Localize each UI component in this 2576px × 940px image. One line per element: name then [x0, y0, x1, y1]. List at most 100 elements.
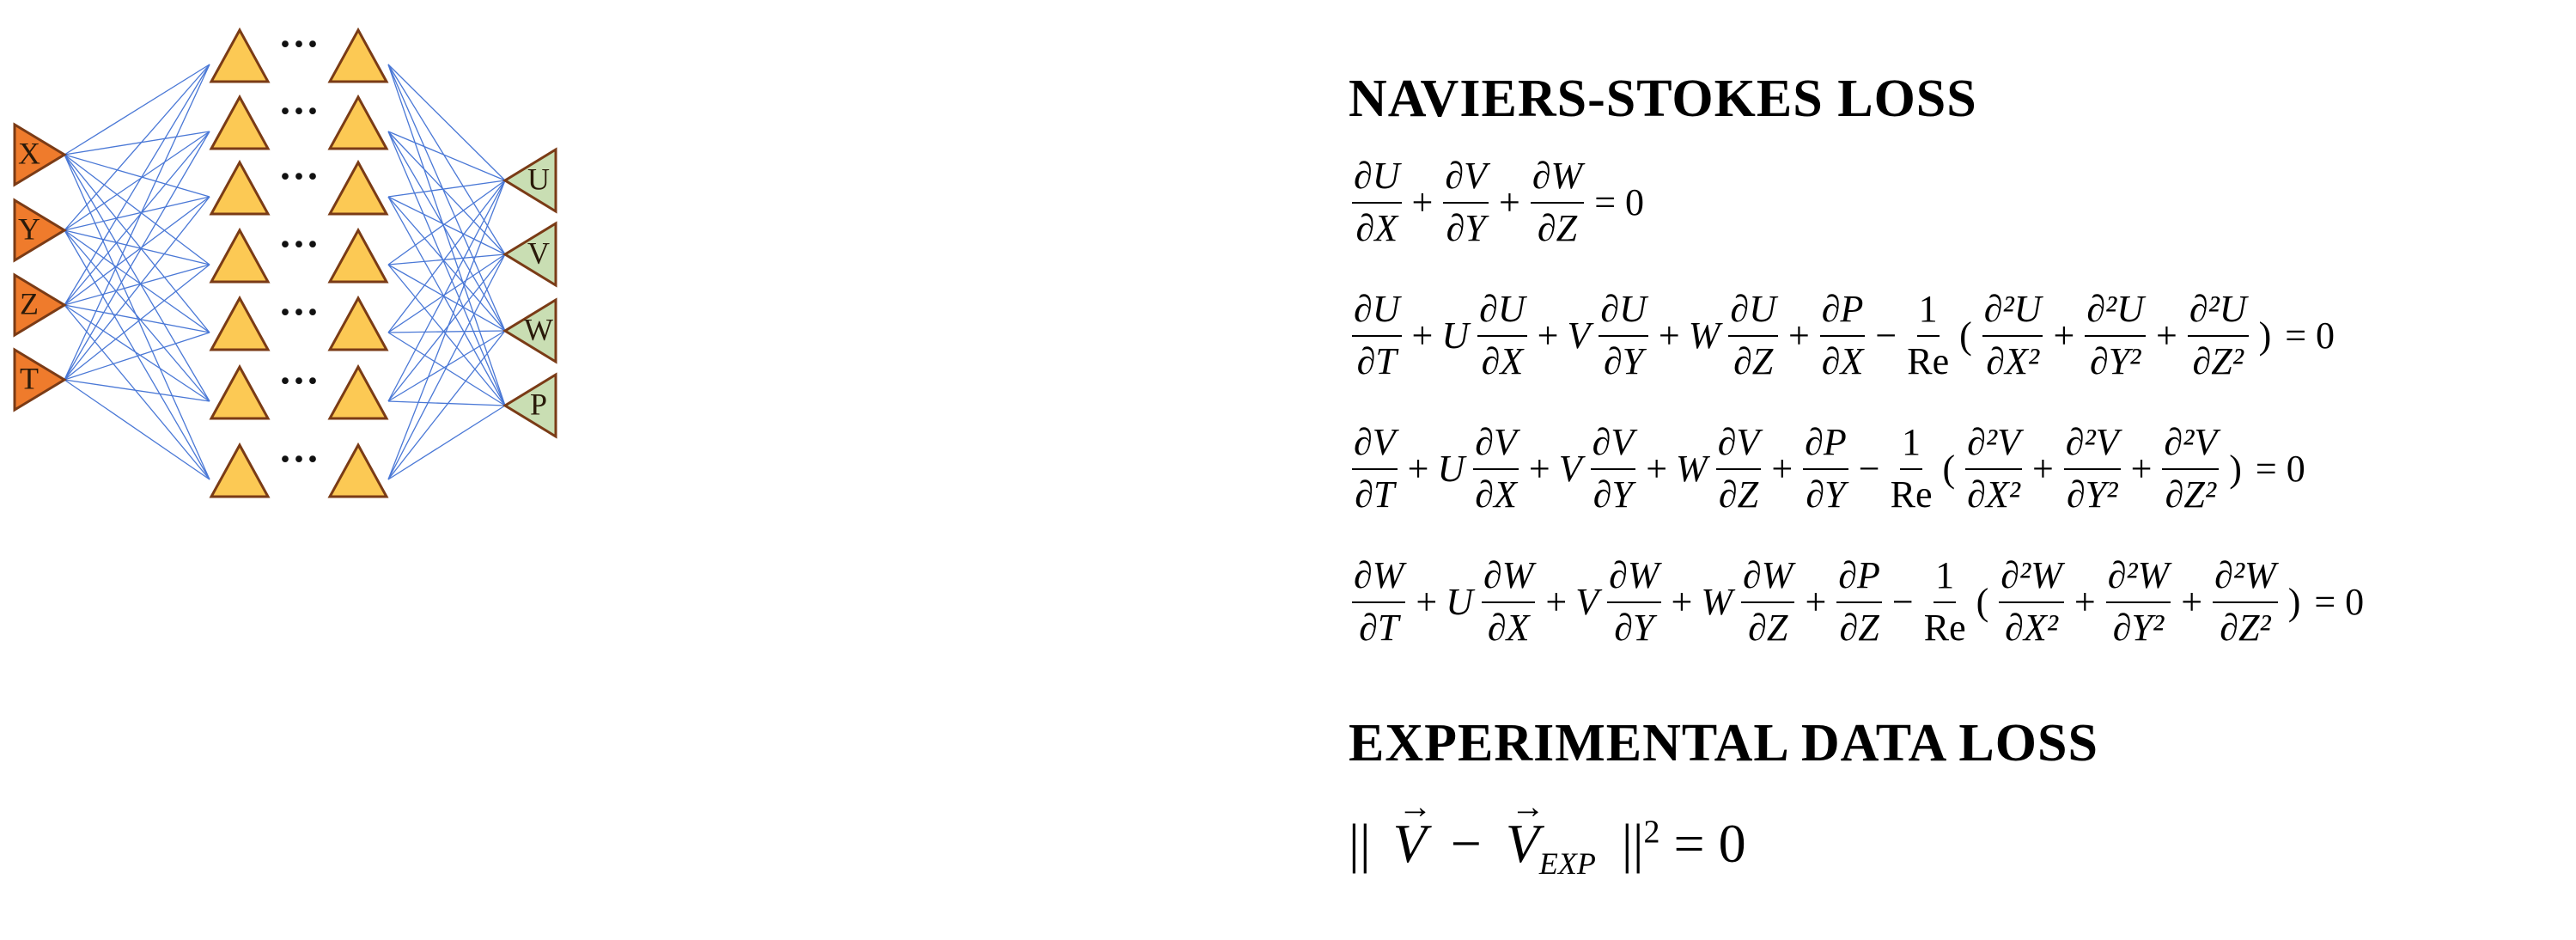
- fraction-denominator: ∂Y: [1614, 606, 1654, 649]
- fraction-denominator: ∂Y²: [2066, 473, 2118, 516]
- fraction-numerator: ∂W: [1741, 554, 1795, 603]
- input-label: Y: [18, 211, 40, 246]
- input-triangle-icon: [13, 272, 67, 338]
- output-triangle-icon: [502, 147, 557, 214]
- fraction-denominator: ∂T: [1356, 339, 1397, 382]
- plus-sign: +: [1498, 181, 1520, 224]
- plus-sign: +: [2130, 448, 2153, 491]
- fraction-denominator: Re: [1907, 339, 1950, 382]
- connection-line: [64, 64, 210, 231]
- experimental-data-equation: || → V − → VEXP ||2 = 0: [1349, 787, 1746, 882]
- fraction-numerator: ∂²U: [2085, 288, 2147, 337]
- plus-sign: +: [1771, 448, 1793, 491]
- fraction-denominator: ∂Z: [1733, 339, 1774, 382]
- fraction-numerator: ∂²V: [1965, 421, 2022, 470]
- output-label: W: [524, 312, 553, 346]
- experimental-data-loss-heading: EXPERIMENTAL DATA LOSS: [1349, 714, 2098, 772]
- fraction-denominator: ∂X: [1355, 206, 1398, 249]
- fraction: ∂V∂Y: [1443, 155, 1489, 250]
- plus-sign: +: [2181, 581, 2203, 624]
- norm-open: ||: [1349, 813, 1371, 874]
- right-paren: ): [2287, 581, 2301, 624]
- output-triangle-icon: [502, 221, 557, 288]
- velocity-coefficient: W: [1701, 581, 1733, 624]
- connection-line: [387, 253, 506, 333]
- plus-sign: +: [1411, 314, 1434, 357]
- connection-line: [64, 154, 210, 480]
- connection-line: [387, 180, 506, 266]
- connection-line: [387, 64, 506, 255]
- connection-line: [387, 64, 506, 406]
- fraction-denominator: ∂X: [1487, 606, 1530, 649]
- fraction: ∂V∂Z: [1715, 421, 1762, 516]
- fraction-numerator: ∂P: [1836, 554, 1882, 603]
- fraction-numerator: ∂W: [1352, 554, 1406, 603]
- fraction-denominator: ∂Y²: [2089, 339, 2141, 382]
- fraction: ∂U∂T: [1352, 288, 1402, 383]
- hidden-neuron-layer2-icon: [327, 27, 389, 83]
- connection-line: [387, 131, 506, 255]
- equals-zero: = 0: [2285, 314, 2335, 357]
- output-label: U: [527, 162, 550, 196]
- fraction-denominator: ∂X: [1475, 473, 1517, 516]
- fraction: ∂²U∂Z²: [2187, 288, 2249, 383]
- output-node-w: W: [502, 297, 557, 364]
- fraction-denominator: ∂Z²: [2192, 339, 2244, 382]
- connection-line: [64, 154, 210, 402]
- hidden-neuron-layer2-icon: [327, 442, 389, 498]
- connection-line: [64, 229, 210, 333]
- connection-line: [64, 304, 210, 333]
- connection-line: [387, 180, 506, 198]
- hidden-neuron-layer2-icon: [327, 363, 389, 420]
- connection-line: [64, 64, 210, 156]
- connection-line: [64, 379, 210, 402]
- connection-line: [64, 304, 210, 402]
- fraction-denominator: ∂Y: [1806, 473, 1846, 516]
- connection-line: [64, 196, 210, 231]
- velocity-coefficient: U: [1437, 448, 1465, 491]
- fraction-numerator: ∂V: [1443, 155, 1489, 204]
- connection-line: [64, 332, 210, 381]
- connection-line: [64, 64, 210, 381]
- connection-line: [387, 330, 506, 480]
- fraction-denominator: ∂Z²: [2220, 606, 2271, 649]
- fraction-denominator: ∂X: [1821, 339, 1864, 382]
- fraction-numerator: ∂U: [1728, 288, 1778, 337]
- fraction-numerator: 1: [1916, 288, 1940, 337]
- continuity-equation: ∂U∂X+∂V∂Y+∂W∂Z= 0: [1349, 155, 1651, 250]
- input-node-t: T: [13, 347, 67, 412]
- connection-line: [387, 180, 506, 333]
- left-paren: (: [1959, 314, 1972, 357]
- input-node-x: X: [13, 122, 67, 187]
- fraction-numerator: ∂²W: [1999, 554, 2064, 603]
- vector-v-symbol: V: [1392, 813, 1427, 874]
- hidden-neuron-layer1-icon: [209, 94, 271, 150]
- fraction-denominator: ∂Y²: [2112, 606, 2165, 649]
- connection-line: [64, 229, 210, 402]
- plus-sign: +: [2031, 448, 2054, 491]
- fraction: ∂U∂X: [1352, 155, 1402, 250]
- fraction-denominator: ∂Y: [1604, 339, 1644, 382]
- fraction: ∂W∂Z: [1741, 554, 1795, 650]
- input-node-y: Y: [13, 198, 67, 263]
- hidden-neuron-layer2-icon: [327, 159, 389, 216]
- fraction-numerator: ∂U: [1352, 155, 1402, 204]
- left-paren: (: [1942, 448, 1956, 491]
- ellipsis-dots: ···: [278, 290, 320, 335]
- fraction-denominator: ∂X: [1481, 339, 1524, 382]
- ellipsis-dots: ···: [278, 89, 320, 134]
- plus-sign: +: [2053, 314, 2075, 357]
- vector-arrow-icon: →: [1510, 787, 1545, 826]
- connection-line: [387, 264, 506, 332]
- fraction-denominator: ∂Y: [1446, 206, 1486, 249]
- hidden-neuron-layer1-icon: [209, 442, 271, 498]
- fraction-numerator: ∂²V: [2063, 421, 2121, 470]
- velocity-coefficient: U: [1446, 581, 1474, 624]
- connection-line: [387, 64, 506, 332]
- connection-line: [64, 154, 210, 333]
